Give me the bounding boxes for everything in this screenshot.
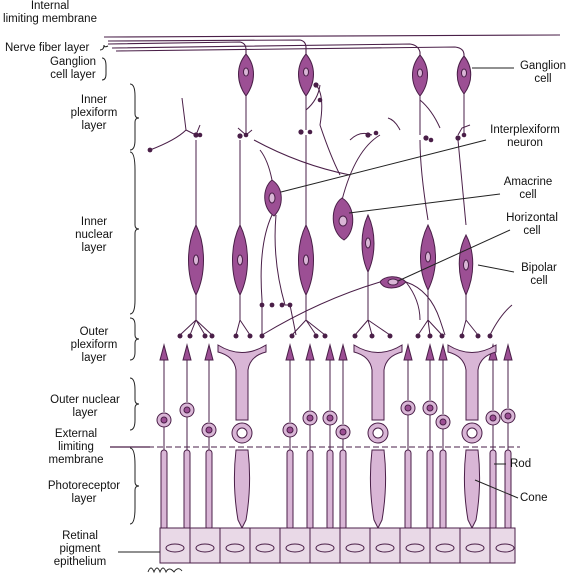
cone-cell [447,344,497,530]
label-outer-plexiform-layer: Outer plexiform layer [70,326,118,364]
label-internal-limiting-membrane: Internal limiting membrane [3,0,97,25]
label-rod: Rod [510,458,532,470]
bipolar-cells [188,213,474,297]
rod-cell [201,343,217,531]
label-amacrine-cell: Amacrine cell [503,176,553,201]
rod-cell [282,343,298,531]
rpe-nucleus [465,543,485,553]
rpe-nucleus [165,543,185,553]
rpe-nucleus [435,543,455,553]
synapse-dots-outer [177,302,493,339]
label-inner-plexiform-layer: Inner plexiform layer [70,94,118,132]
nerve-fiber-layer [103,34,561,58]
layer-braces [99,44,140,525]
label-outer-nuclear-layer: Outer nuclear layer [50,394,120,419]
label-cone: Cone [520,492,548,504]
rpe-nucleus [255,543,275,553]
artist-signature [147,567,183,574]
rpe-nucleus [495,543,515,553]
rpe-nucleus [315,543,335,553]
synapse-dots-inner [147,82,467,153]
rod-cell [302,343,318,531]
horizontal-processes [261,281,446,336]
rpe-nucleus [195,543,215,553]
label-inner-nuclear-layer: Inner nuclear layer [75,216,113,254]
ganglion-cells [238,53,472,97]
rod-cell [335,343,351,531]
label-horizontal-cell: Horizontal cell [506,212,558,237]
cone-cell [217,344,267,530]
rpe-nucleus [375,543,395,553]
label-bipolar-cell: Bipolar cell [521,262,557,287]
label-photoreceptor-layer: Photoreceptor layer [47,480,121,505]
rod-cell [179,343,195,531]
label-interplexiform-neuron: Interplexiform neuron [490,124,560,149]
ganglion-dendrites [237,84,465,136]
cone-cells [217,344,497,530]
amacrine-interplexiform-cells [264,179,407,289]
label-ganglion-cell: Ganglion cell [519,60,567,85]
rod-cell [422,343,438,531]
rpe-nucleus [225,543,245,553]
rpe-nucleus [405,543,425,553]
rpe-nucleus [345,543,365,553]
cone-cell [353,344,403,530]
rod-cell [485,343,501,531]
rod-cell [500,343,516,531]
rod-cell [435,343,451,531]
rod-cell [400,343,416,531]
bipolar-dendrites [179,272,513,336]
label-ganglion-cell-layer: Ganglion cell layer [49,56,97,81]
leader-lines [118,67,519,553]
rod-cell [322,343,338,531]
rod-cell [156,343,172,531]
pigment-epithelium [159,527,516,564]
rod-cells [156,343,516,531]
label-retinal-pigment-epithelium: Retinal pigment epithelium [53,530,107,568]
rpe-nucleus [285,543,305,553]
label-external-limiting-membrane: External limiting membrane [48,428,104,466]
label-nerve-fiber-layer: Nerve fiber layer [5,42,90,54]
